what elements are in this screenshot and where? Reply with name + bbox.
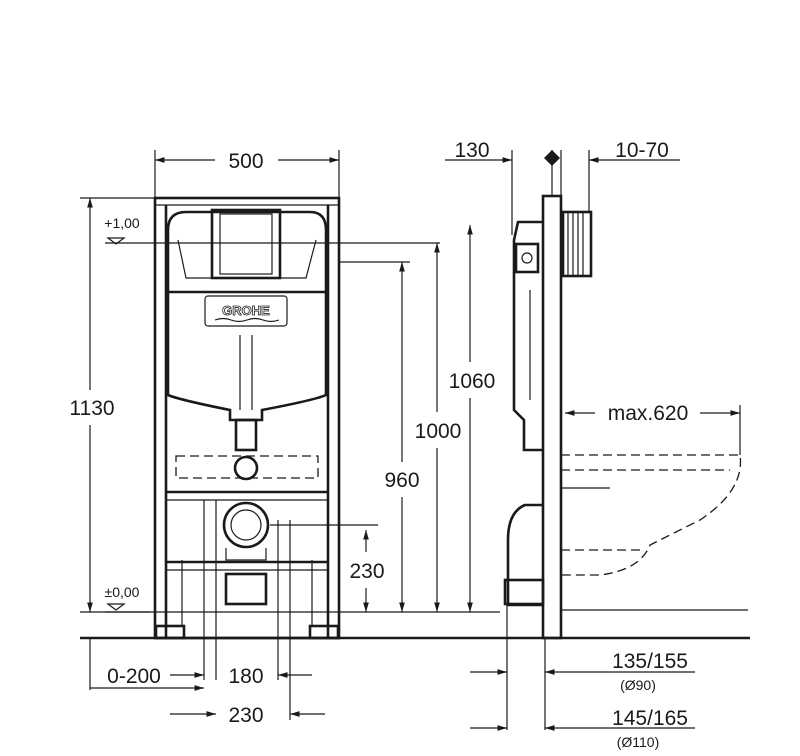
dim-1000-label: 1000 bbox=[415, 420, 462, 443]
dimension-lines bbox=[80, 150, 740, 731]
dim-depth-label: 130 bbox=[454, 139, 489, 162]
level-floor-label: ±0,00 bbox=[105, 584, 140, 600]
dim-1060-label: 1060 bbox=[449, 370, 496, 393]
dim-960-label: 960 bbox=[384, 469, 419, 492]
dim-width-label: 500 bbox=[228, 150, 263, 173]
level-top-label: +1,00 bbox=[104, 215, 140, 231]
dim-outlet-110-label: 145/165 bbox=[612, 707, 688, 730]
front-view-frame: GROHE bbox=[153, 150, 341, 720]
pipe-110-label: (Ø110) bbox=[617, 734, 660, 750]
dim-wall-offset-label: 10-70 bbox=[615, 139, 669, 162]
dimension-labels: 500 130 10-70 +1,00 1130 1060 1000 960 m… bbox=[69, 139, 688, 750]
dim-180-label: 180 bbox=[228, 665, 263, 688]
floor-line bbox=[80, 609, 750, 640]
dim-max-projection-label: max.620 bbox=[608, 402, 689, 425]
grohe-logo: GROHE bbox=[222, 303, 270, 318]
dim-outlet-height-label: 230 bbox=[349, 560, 384, 583]
dim-230-label: 230 bbox=[228, 704, 263, 727]
dim-foot-adjust-label: 0-200 bbox=[107, 665, 161, 688]
pipe-90-label: (Ø90) bbox=[620, 677, 656, 693]
dim-total-height-label: 1130 bbox=[69, 397, 114, 420]
dim-outlet-90-label: 135/155 bbox=[612, 650, 688, 673]
side-view-frame bbox=[503, 150, 742, 730]
